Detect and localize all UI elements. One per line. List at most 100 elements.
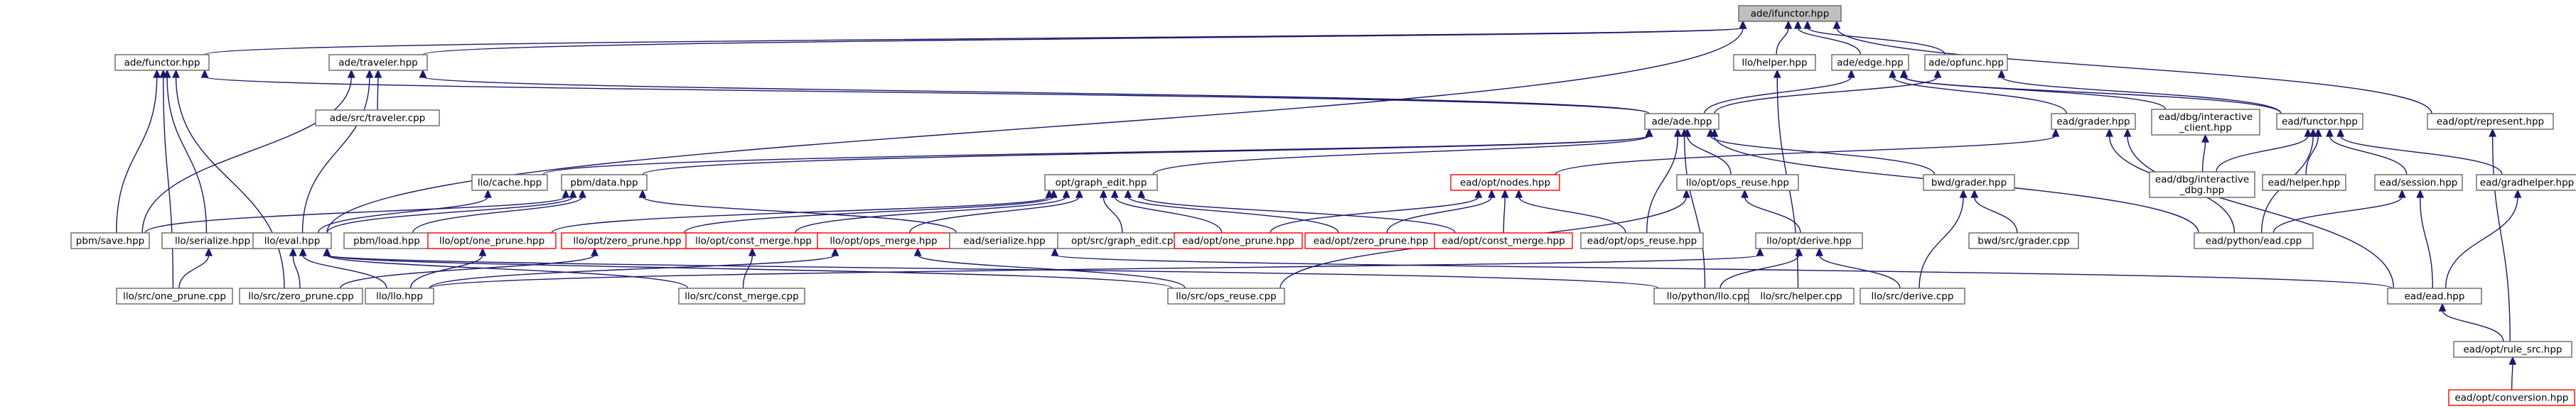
edge-arrowhead (1784, 20, 1793, 29)
node-ead-opt-ops-reuse-hpp[interactable]: ead/opt/ops_reuse.hpp (1580, 232, 1704, 249)
edge-arrowhead (591, 247, 599, 256)
edge-n25-to-n13 (412, 189, 586, 234)
edge-line (1270, 196, 1479, 234)
node-box (2151, 109, 2260, 136)
edge-n14-to-n8 (1152, 128, 1653, 175)
edge-line (409, 254, 483, 289)
node-llo-opt-derive-hpp[interactable]: llo/opt/derive.hpp (1755, 232, 1863, 249)
edge-line (642, 135, 1650, 175)
edge-arrowhead (2513, 189, 2522, 198)
node-ade-edge-hpp[interactable]: ade/edge.hpp (1831, 54, 1909, 71)
node-ead-session-hpp[interactable]: ead/session.hpp (2374, 174, 2463, 191)
edge-n24-to-n12 (318, 189, 492, 234)
edge-arrowhead (1051, 247, 1059, 256)
edge-line (1140, 196, 1456, 234)
node-pbm-data-hpp[interactable]: pbm/data.hpp (561, 174, 648, 191)
edge-line (1127, 196, 1339, 234)
node-llo-src-ops-reuse-cpp[interactable]: llo/src/ops_reuse.cpp (1167, 288, 1285, 305)
node-box (1733, 54, 1816, 71)
node-ead-opt-one-prune-hpp[interactable]: ead/opt/one_prune.hpp (1174, 232, 1303, 249)
edge-line (1684, 135, 1706, 289)
node-ade-functor-hpp[interactable]: ade/functor.hpp (114, 54, 210, 71)
node-ead-dbg-interactive-dbg-hpp[interactable]: ead/dbg/interactive_dbg.hpp (2149, 171, 2255, 198)
node-llo-python-llo-cpp[interactable]: llo/python/llo.cpp (1653, 288, 1763, 305)
node-llo-eval-hpp[interactable]: llo/eval.hpp (252, 232, 332, 249)
node-llo-cache-hpp[interactable]: llo/cache.hpp (471, 174, 548, 191)
node-label: llo/helper.hpp (1742, 58, 1807, 69)
node-bwd-src-grader-cpp[interactable]: bwd/src/grader.cpp (1968, 232, 2079, 249)
node-ade-opfunc-hpp[interactable]: ade/opfunc.hpp (1924, 54, 2008, 71)
node-ead-grader-hpp[interactable]: ead/grader.hpp (2051, 113, 2136, 130)
node-pbm-load-hpp[interactable]: pbm/load.hpp (343, 232, 430, 249)
node-llo-opt-ops-reuse-hpp[interactable]: llo/opt/ops_reuse.hpp (1676, 174, 1799, 191)
edge-n8-to-n4 (1704, 69, 1855, 114)
node-llo-opt-ops-merge-hpp[interactable]: llo/opt/ops_merge.hpp (817, 232, 950, 249)
node-ead-opt-conversion-hpp[interactable]: ead/opt/conversion.hpp (2448, 389, 2575, 406)
node-llo-src-helper-cpp[interactable]: llo/src/helper.cpp (1748, 288, 1855, 305)
edge-n44-to-n8 (1680, 128, 1706, 289)
node-box (1167, 288, 1285, 305)
node-ead-opt-represent-hpp[interactable]: ead/opt/represent.hpp (2427, 113, 2554, 130)
edge-arrowhead (1645, 128, 1653, 137)
node-ead-opt-const-merge-hpp[interactable]: ead/opt/const_merge.hpp (1434, 232, 1573, 249)
edge-line (2272, 196, 2403, 234)
edge-n24-to-n13 (326, 189, 577, 234)
node-ead-opt-nodes-hpp[interactable]: ead/opt/nodes.hpp (1450, 174, 1560, 191)
node-ead-dbg-interactive-client-hpp[interactable]: ead/dbg/interactive_client.hpp (2151, 109, 2260, 136)
node-ead-gradhelper-hpp[interactable]: ead/gradhelper.hpp (2476, 174, 2576, 191)
edge-n46-to-n17 (1918, 189, 1968, 289)
node-box (1831, 54, 1909, 71)
edge-arrowhead (1474, 189, 1483, 198)
edge-line (144, 196, 567, 234)
node-label: llo/llo.hpp (376, 291, 423, 302)
edge-arrowhead (2105, 128, 2113, 137)
node-ade-ifunctor-hpp[interactable]: ade/ifunctor.hpp (1738, 5, 1842, 22)
edge-arrowhead (1501, 189, 1509, 198)
edge-arrowhead (1124, 189, 1132, 198)
edge-n5-to-n0 (1803, 20, 1946, 55)
node-llo-helper-hpp[interactable]: llo/helper.hpp (1733, 54, 1816, 71)
node-ead-functor-hpp[interactable]: ead/functor.hpp (2276, 113, 2363, 130)
edge-arrowhead (1062, 189, 1070, 198)
node-llo-opt-one-prune-hpp[interactable]: llo/opt/one_prune.hpp (427, 232, 557, 249)
node-llo-opt-zero-prune-hpp[interactable]: llo/opt/zero_prune.hpp (561, 232, 694, 249)
node-label: ead/opt/const_merge.hpp (1442, 236, 1565, 247)
edge-arrowhead (1756, 247, 1764, 256)
node-llo-src-zero-prune-cpp[interactable]: llo/src/zero_prune.cpp (239, 288, 363, 305)
node-ead-serialize-hpp[interactable]: ead/serialize.hpp (949, 232, 1060, 249)
node-ade-ade-hpp[interactable]: ade/ade.hpp (1644, 113, 1719, 130)
node-ade-src-traveler-cpp[interactable]: ade/src/traveler.cpp (315, 109, 440, 126)
edge-line (1974, 196, 2018, 234)
edge-n7-to-n2 (374, 69, 382, 111)
node-ead-opt-rule-src-hpp[interactable]: ead/opt/rule_src.hpp (2453, 341, 2572, 358)
node-label: ead/opt/zero_prune.hpp (1314, 236, 1429, 247)
node-pbm-save-hpp[interactable]: pbm/save.hpp (70, 232, 150, 249)
edge-n47-to-n21 (2444, 189, 2522, 289)
edge-arrowhead (200, 69, 209, 78)
node-ead-ead-hpp[interactable]: ead/ead.hpp (2387, 288, 2482, 305)
node-llo-src-const-merge-cpp[interactable]: llo/src/const_merge.cpp (678, 288, 805, 305)
node-bwd-grader-hpp[interactable]: bwd/grader.hpp (1923, 174, 2015, 191)
edge-line (204, 76, 1650, 114)
node-llo-serialize-hpp[interactable]: llo/serialize.hpp (161, 232, 264, 249)
node-ead-opt-zero-prune-hpp[interactable]: ead/opt/zero_prune.hpp (1304, 232, 1437, 249)
node-ead-python-ead-cpp[interactable]: ead/python/ead.cpp (2194, 232, 2314, 249)
node-opt-graph-edit-hpp[interactable]: opt/graph_edit.hpp (1044, 174, 1158, 191)
edge-layer (116, 20, 2522, 391)
edge-line (1776, 27, 1789, 55)
edge-arrowhead (419, 69, 427, 78)
node-label: llo/src/helper.cpp (1760, 291, 1842, 302)
edge-n8-to-n1 (200, 69, 1650, 114)
edge-arrowhead (1099, 189, 1107, 198)
node-llo-src-derive-cpp[interactable]: llo/src/derive.cpp (1859, 288, 1965, 305)
node-llo-llo-hpp[interactable]: llo/llo.hpp (365, 288, 434, 305)
edge-arrowhead (1045, 189, 1053, 198)
node-llo-src-one-prune-cpp[interactable]: llo/src/one_prune.cpp (116, 288, 233, 305)
node-ade-traveler-hpp[interactable]: ade/traveler.hpp (328, 54, 428, 71)
edge-n18-to-n11 (2216, 128, 2312, 173)
edge-line (318, 196, 489, 234)
node-ead-helper-hpp[interactable]: ead/helper.hpp (2262, 174, 2346, 191)
node-opt-src-graph-edit-cpp[interactable]: opt/src/graph_edit.cpp (1057, 232, 1193, 249)
edge-line (1503, 196, 1506, 234)
node-llo-opt-const-merge-hpp[interactable]: llo/opt/const_merge.hpp (685, 232, 822, 249)
